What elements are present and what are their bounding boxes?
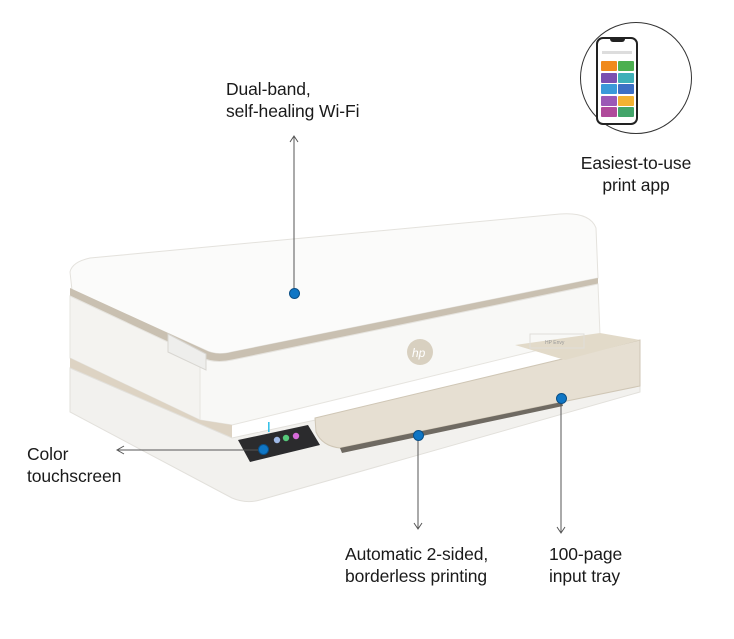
app-tile (601, 95, 617, 106)
touchscreen-callout-label: Color touchscreen (27, 444, 122, 486)
tray-callout-label: 100-page input tray (549, 544, 623, 586)
duplex-callout-dot (413, 430, 424, 441)
duplex-callout-label: Automatic 2-sided, borderless printing (345, 544, 489, 586)
app-tile (601, 61, 617, 71)
app-tiles (601, 61, 634, 117)
app-icon-circle (580, 22, 692, 134)
app-tile (601, 72, 617, 83)
app-tile (601, 84, 617, 94)
wifi-callout-dot (289, 288, 300, 299)
app-tile (601, 107, 617, 117)
svg-text:hp: hp (412, 346, 426, 360)
app-tile (618, 107, 634, 117)
tray-callout-dot (556, 393, 567, 404)
app-callout-label: Easiest-to-use print app (580, 153, 692, 195)
touchscreen-callout-dot (258, 444, 269, 455)
phone-icon (596, 37, 638, 125)
app-tile (618, 61, 634, 71)
svg-text:HP Envy: HP Envy (545, 340, 565, 346)
app-tile (618, 72, 634, 83)
app-tile (618, 84, 634, 94)
wifi-callout-label: Dual-band, self-healing Wi-Fi (226, 79, 360, 121)
app-tile (618, 95, 634, 106)
